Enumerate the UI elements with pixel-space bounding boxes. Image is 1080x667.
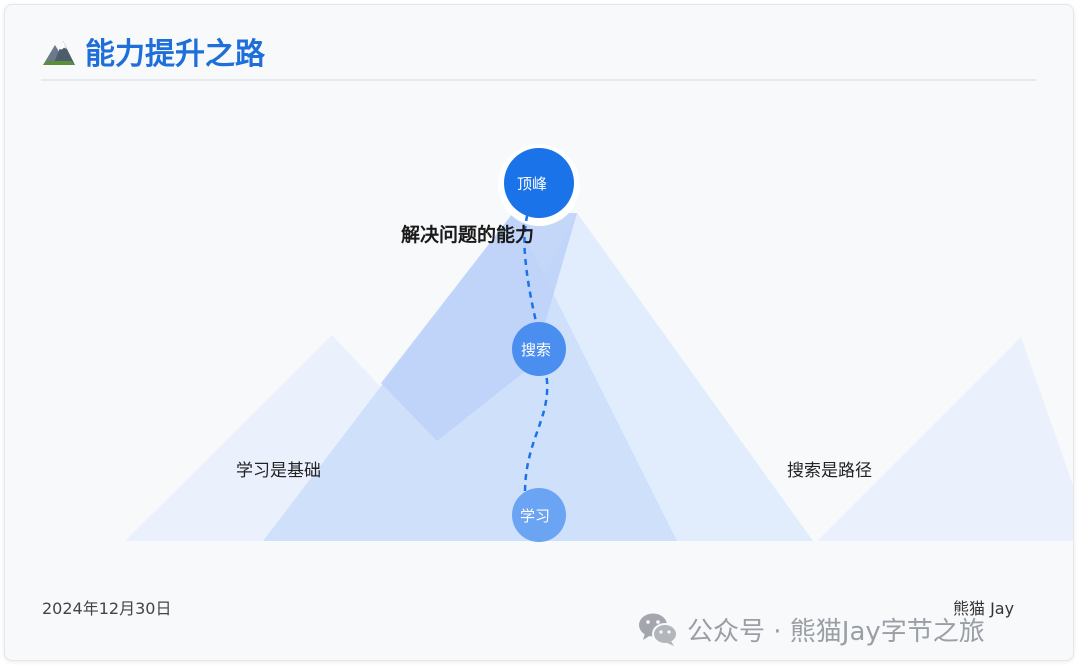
node-peak: 顶峰 <box>504 148 574 218</box>
svg-text:搜索: 搜索 <box>521 341 551 359</box>
peak-caption: 解决问题的能力 <box>401 224 535 246</box>
footer-date: 2024年12月30日 <box>42 599 172 618</box>
wechat-icon <box>639 613 678 646</box>
header: 能力提升之路 <box>41 25 1036 81</box>
svg-text:顶峰: 顶峰 <box>517 175 547 193</box>
watermark-text: 公众号 · 熊猫Jay字节之旅 <box>687 616 985 647</box>
watermark: 公众号 · 熊猫Jay字节之旅 <box>637 609 985 649</box>
left-caption: 学习是基础 <box>236 461 321 481</box>
mountain-diagram: 顶峰 搜索 学习 <box>5 144 1073 543</box>
card: 能力提升之路 顶峰 搜索 学习 解决问题的能力 学习是基础 搜索是路径 2024… <box>4 4 1074 661</box>
right-back-mountain <box>817 337 1073 541</box>
mountain-icon <box>43 41 75 65</box>
page-title: 能力提升之路 <box>85 37 265 72</box>
node-search: 搜索 <box>512 322 566 376</box>
footer-author: 熊猫 Jay <box>953 599 1015 618</box>
svg-text:学习: 学习 <box>520 507 550 525</box>
right-caption: 搜索是路径 <box>787 461 872 481</box>
node-learn: 学习 <box>512 488 566 542</box>
overlap-shade <box>381 213 577 441</box>
